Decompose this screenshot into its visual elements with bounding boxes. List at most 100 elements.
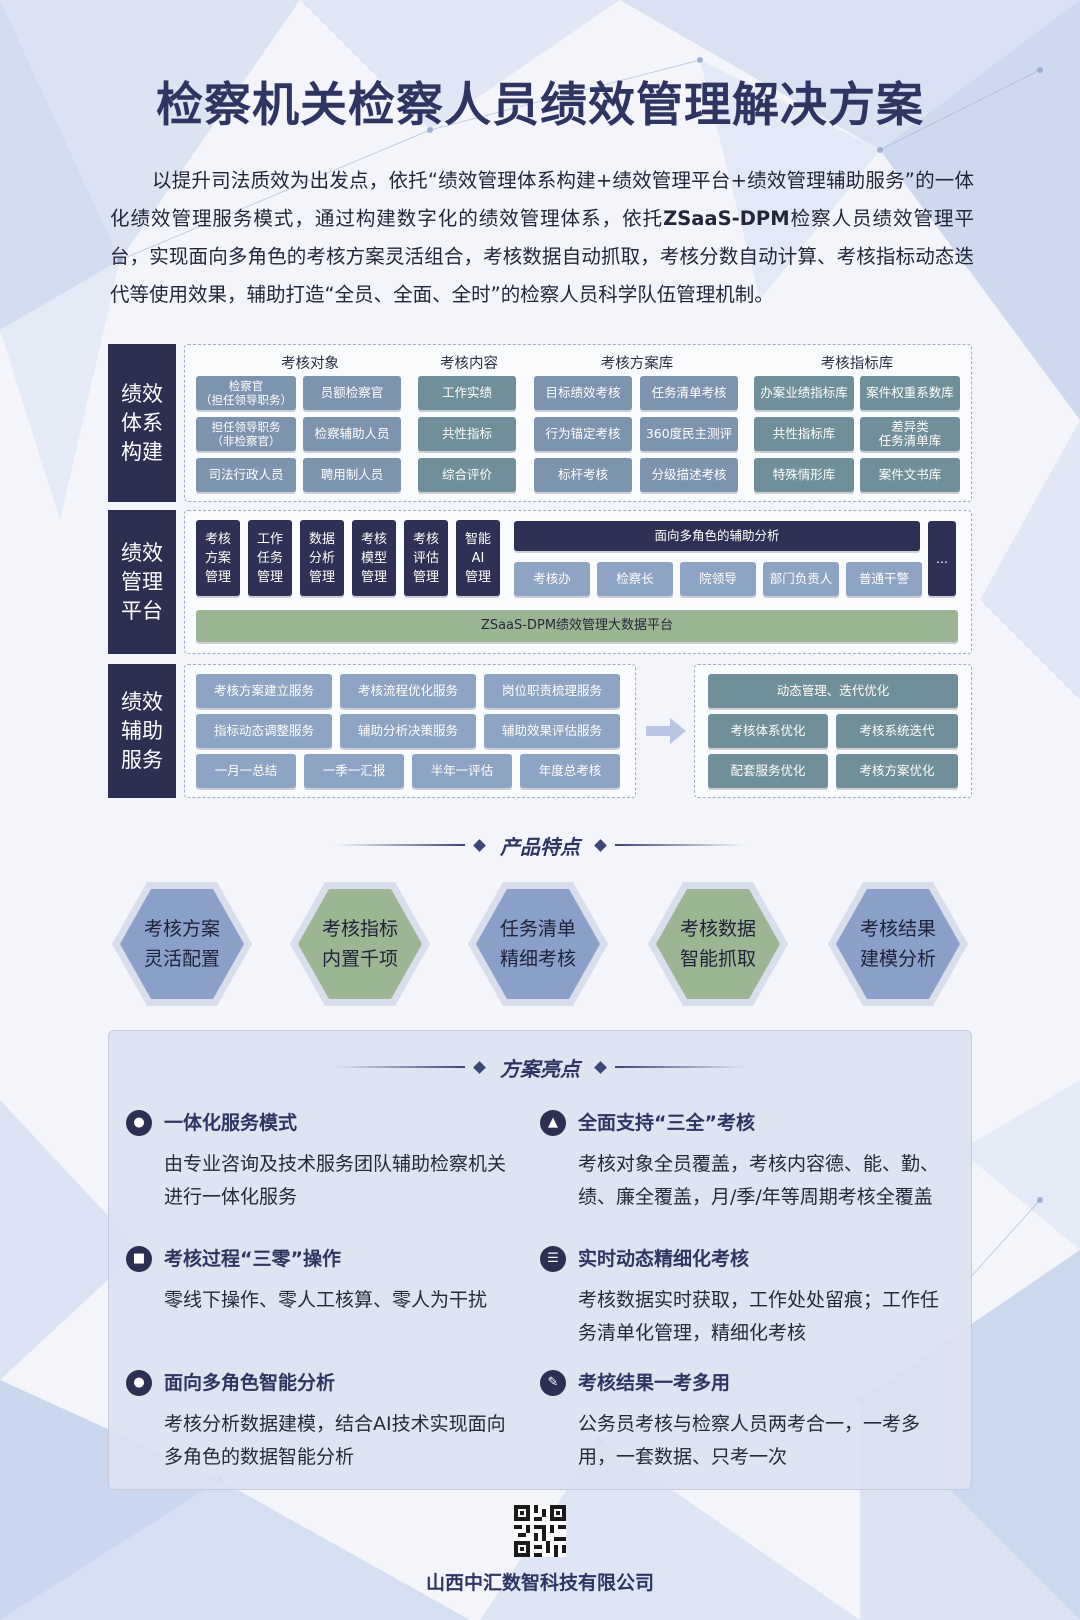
feature-hex-2: 考核指标 内置千项 [290,882,430,1006]
document-icon: ✎ [540,1370,566,1396]
features-heading: 产品特点 [0,830,1080,860]
service-decision-support: 辅助分析决策服务 [340,714,476,748]
highlight-5-title: 面向多角色智能分析 [164,1372,336,1394]
highlights-heading: 方案亮点 [0,1052,1080,1082]
module-model-management: 考核 模型 管理 [352,520,396,596]
qr-code-icon [514,1505,566,1557]
highlight-1-text: 由专业咨询及技术服务团队辅助检察机关进行一体化服务 [164,1153,507,1208]
group-icon: ● [126,1370,152,1396]
highlight-6-text: 公务员考核与检察人员两考合一，一考多用，一套数据、只考一次 [578,1413,921,1468]
column-head-objects: 考核对象 [281,356,339,372]
role-general-officer: 普通干警 [846,562,922,596]
highlight-2: ▲ 全面支持“三全”考核 考核对象全员覆盖，考核内容德、能、勤、绩、廉全覆盖，月… [540,1108,939,1218]
result-service-optimization: 配套服务优化 [708,754,828,788]
highlight-3-title: 考核过程“三零”操作 [164,1248,341,1270]
cell-index-common: 共性指标库 [754,417,854,451]
cell-index-special: 特殊情形库 [754,458,854,492]
service-process-optimization: 考核流程优化服务 [340,674,476,708]
cell-object-quota-prosecutor: 员额检察官 [303,376,401,410]
row-label-platform: 绩效 管理 平台 [108,510,176,654]
architecture-diagram: 绩效 体系 构建 考核对象 考核内容 考核方案库 考核指标库 检察官 （担任领导… [108,344,972,798]
cell-scheme-360: 360度民主测评 [640,417,738,451]
cell-scheme-tasklist: 任务清单考核 [640,376,738,410]
feature-hex-4: 考核数据 智能抓取 [648,882,788,1006]
monitor-icon: ■ [126,1246,152,1272]
result-system-optimization: 考核体系优化 [708,714,828,748]
highlight-2-title: 全面支持“三全”考核 [578,1112,755,1134]
highlights-heading-text: 方案亮点 [500,1056,580,1081]
cell-object-admin: 司法行政人员 [196,458,296,492]
column-head-schemes: 考核方案库 [600,356,674,372]
role-chief-prosecutor: 检察长 [597,562,673,596]
feature-hex-5-text: 考核结果 建模分析 [836,889,960,999]
highlight-4: ☰ 实时动态精细化考核 考核数据实时获取，工作处处留痕；工作任务清单化管理，精细… [540,1244,939,1354]
result-system-iteration: 考核系统迭代 [836,714,958,748]
cell-index-case: 办案业绩指标库 [754,376,854,410]
result-header: 动态管理、迭代优化 [708,674,958,708]
result-scheme-optimization: 考核方案优化 [836,754,958,788]
row-label-system: 绩效 体系 构建 [108,344,176,502]
person-icon: ● [126,1110,152,1136]
feature-hex-1: 考核方案 灵活配置 [112,882,252,1006]
row-label-service: 绩效 辅助 服务 [108,664,176,798]
cell-scheme-target: 目标绩效考核 [534,376,632,410]
module-ai-management: 智能 AI 管理 [456,520,500,596]
role-court-leader: 院领导 [680,562,756,596]
feature-hex-5: 考核结果 建模分析 [828,882,968,1006]
highlight-1: ● 一体化服务模式 由专业咨询及技术服务团队辅助检察机关进行一体化服务 [126,1108,516,1218]
highlight-5-text: 考核分析数据建模，结合AI技术实现面向多角色的数据智能分析 [164,1413,506,1468]
highlight-3: ■ 考核过程“三零”操作 零线下操作、零人工核算、零人为干扰 [126,1244,516,1324]
analysis-header: 面向多角色的辅助分析 [514,521,920,551]
period-yearly: 年度总考核 [520,754,620,788]
service-effect-evaluation: 辅助效果评估服务 [484,714,620,748]
company-name: 山西中汇数智科技有限公司 [425,1572,654,1594]
period-quarterly: 一季一汇报 [304,754,404,788]
cell-object-prosecutor-leader: 检察官 （担任领导职务） [196,376,296,410]
cell-scheme-graded: 分级描述考核 [640,458,738,492]
cell-index-weight: 案件权重系数库 [860,376,960,410]
highlight-4-text: 考核数据实时获取，工作处处留痕；工作任务清单化管理，精细化考核 [578,1289,940,1344]
cell-content-common: 共性指标 [418,417,516,451]
intro-text-2: 检察人员绩效管理平台，实现面向多角色的考核方案灵活组合，考核数据自动抓取，考核分… [110,207,974,306]
features-heading-text: 产品特点 [500,834,580,859]
cell-content-performance: 工作实绩 [418,376,516,410]
highlight-1-title: 一体化服务模式 [164,1112,298,1134]
arrow-right-icon [646,718,686,744]
cell-object-leader-non-prosecutor: 担任领导职务 （非检察官） [196,417,296,451]
period-monthly: 一月一总结 [196,754,296,788]
intro-product-name: ZSaaS-DPM [663,207,790,230]
cell-object-contract: 聘用制人员 [303,458,401,492]
highlight-4-title: 实时动态精细化考核 [578,1248,750,1270]
cell-object-assistant: 检察辅助人员 [303,417,401,451]
bigdata-platform-bar: ZSaaS-DPM绩效管理大数据平台 [196,610,958,642]
highlight-3-text: 零线下操作、零人工核算、零人为干扰 [164,1289,488,1311]
service-index-adjust: 指标动态调整服务 [196,714,332,748]
cell-index-documents: 案件文书库 [860,458,960,492]
cell-content-evaluation: 综合评价 [418,458,516,492]
module-data-management: 数据 分析 管理 [300,520,344,596]
column-head-content: 考核内容 [440,356,498,372]
module-evaluation-management: 考核 评估 管理 [404,520,448,596]
cell-index-difference: 差异类 任务清单库 [860,417,960,451]
highlight-5: ● 面向多角色智能分析 考核分析数据建模，结合AI技术实现面向多角色的数据智能分… [126,1368,516,1478]
list-icon: ☰ [540,1246,566,1272]
service-duty-review: 岗位职责梳理服务 [484,674,620,708]
feature-hex-3: 任务清单 精细考核 [468,882,608,1006]
feature-hex-4-text: 考核数据 智能抓取 [656,889,780,999]
highlight-6: ✎ 考核结果一考多用 公务员考核与检察人员两考合一，一考多用，一套数据、只考一次 [540,1368,930,1478]
page-title: 检察机关检察人员绩效管理解决方案 [156,78,924,133]
role-assessment-office: 考核办 [514,562,590,596]
module-task-management: 工作 任务 管理 [248,520,292,596]
highlight-2-text: 考核对象全员覆盖，考核内容德、能、勤、绩、廉全覆盖，月/季/年等周期考核全覆盖 [578,1153,940,1208]
highlight-6-title: 考核结果一考多用 [578,1372,731,1394]
module-scheme-management: 考核 方案 管理 [196,520,240,596]
role-department-head: 部门负责人 [763,562,839,596]
intro-paragraph: 以提升司法质效为出发点，依托“绩效管理体系构建+绩效管理平台+绩效管理辅助服务”… [110,162,974,314]
period-halfyear: 半年一评估 [412,754,512,788]
cell-scheme-benchmark: 标杆考核 [534,458,632,492]
service-scheme-building: 考核方案建立服务 [196,674,332,708]
cell-scheme-behavior: 行为锚定考核 [534,417,632,451]
intro-text-1: 以提升司法质效为出发点，依托“绩效管理体系构建+绩效管理平台+绩效管理辅助服务”… [110,169,974,230]
column-head-indicators: 考核指标库 [820,356,894,372]
role-more: ... [928,521,956,596]
